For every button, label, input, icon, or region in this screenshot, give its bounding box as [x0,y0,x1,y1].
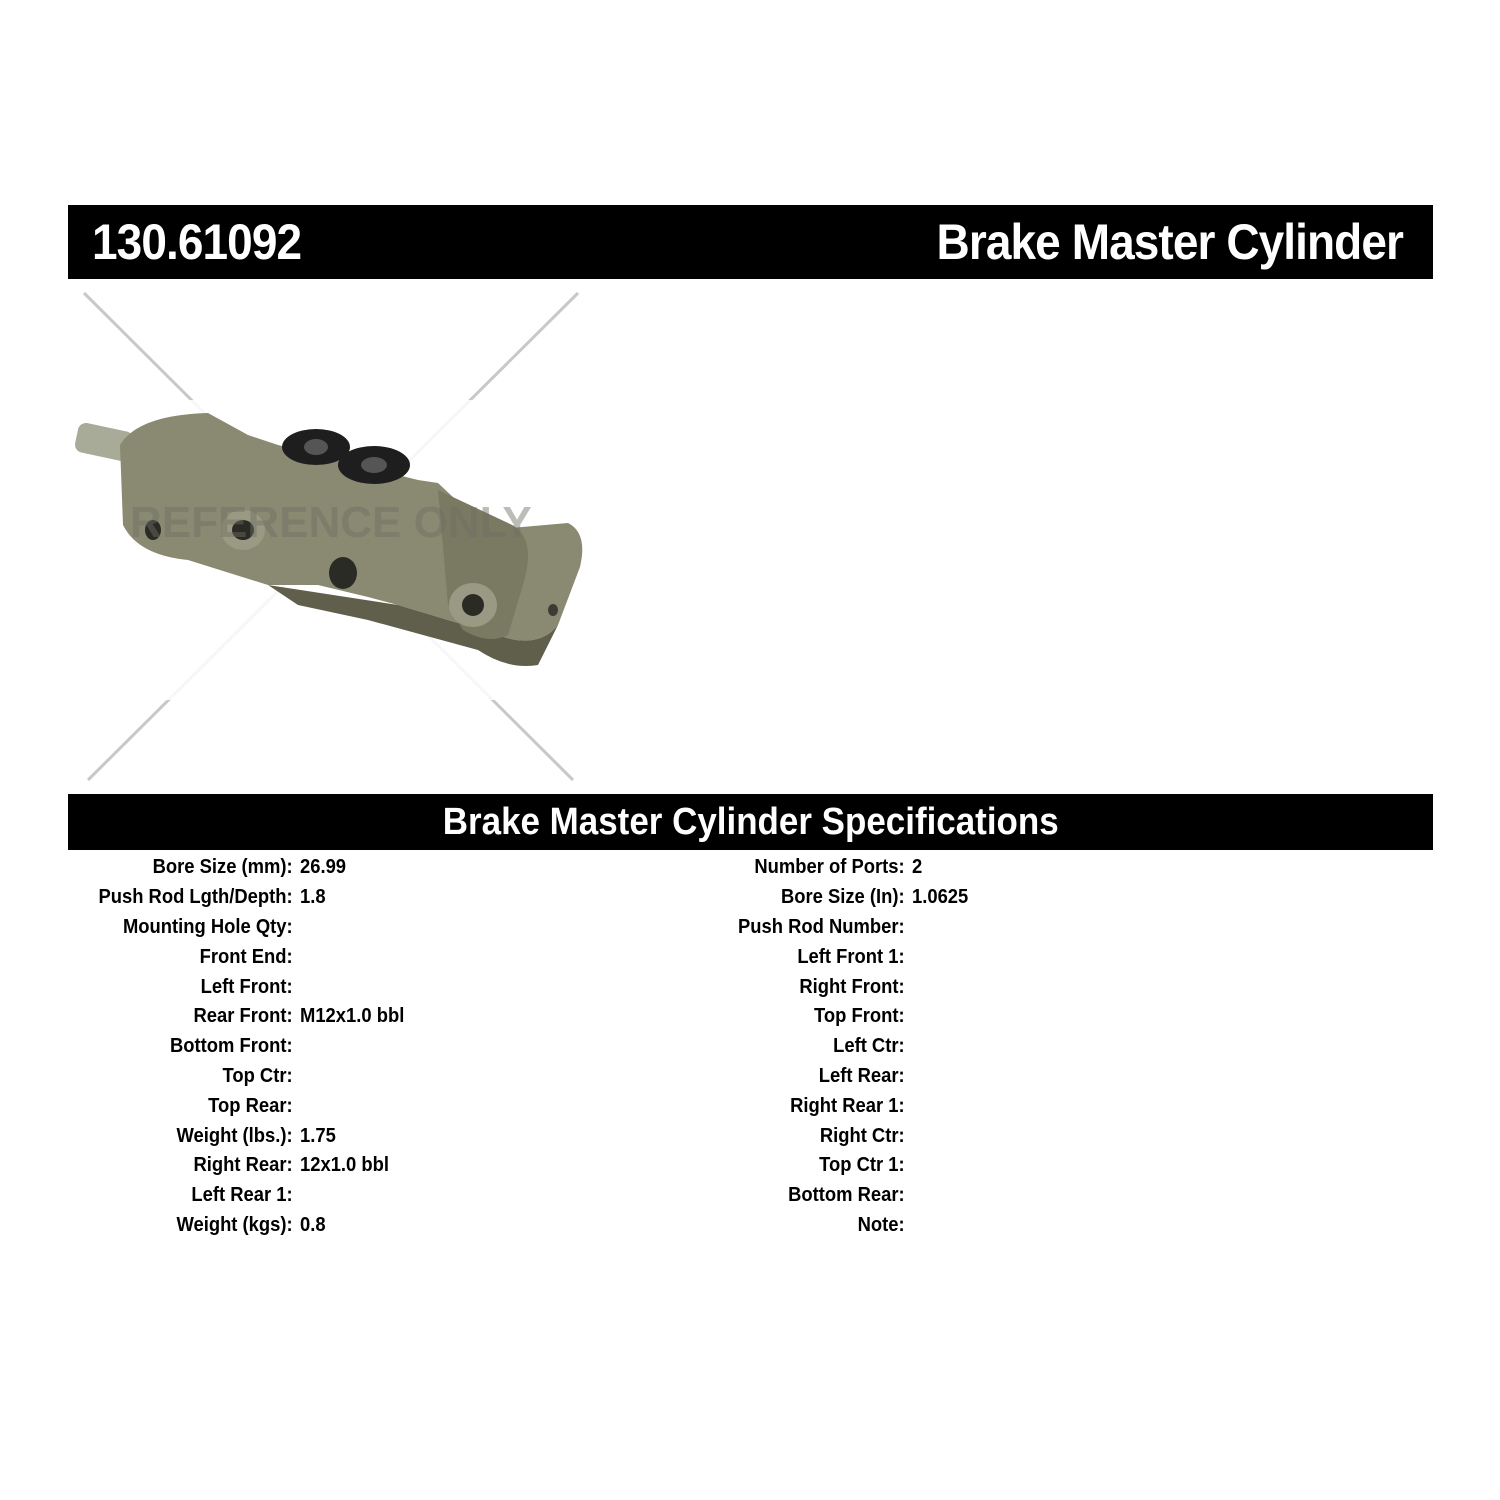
spec-label: Mounting Hole Qty: [122,915,293,938]
spec-label: Bottom Front: [170,1035,293,1058]
spec-value: 1.0625 [912,886,969,909]
spec-row: Bore Size (mm): 26.99 [68,853,413,883]
spec-label: Rear Front: [193,1005,293,1028]
spec-label: Left Rear: [818,1064,905,1087]
watermark-text: REFERENCE ONLY [130,498,532,547]
spec-row: Note: [680,1211,973,1241]
spec-label: Push Rod Lgth/Depth: [98,886,293,909]
spec-row: Left Front 1: [680,942,973,972]
spec-label: Top Front: [814,1005,905,1028]
spec-value: 26.99 [300,856,347,879]
spec-row: Left Ctr: [680,1032,973,1062]
spec-label: Bore Size (In): [780,886,905,909]
spec-row: Weight (kgs): 0.8 [68,1211,413,1241]
spec-row: Push Rod Lgth/Depth: 1.8 [68,883,413,913]
spec-row: Top Front: [680,1002,973,1032]
product-image: REFERENCE ONLY [68,285,588,785]
specifications-header: Brake Master Cylinder Specifications [68,794,1433,850]
spec-label: Right Rear: [193,1154,293,1177]
spec-row: Front End: [68,942,413,972]
spec-label: Note: [857,1213,905,1236]
part-name: Brake Master Cylinder [936,214,1404,270]
spec-label: Left Ctr: [833,1035,905,1058]
spec-value: 12x1.0 bbl [300,1154,389,1177]
spec-column-left: Bore Size (mm): 26.99 Push Rod Lgth/Depth… [68,853,413,1240]
part-number: 130.61092 [92,214,302,270]
spec-label: Front End: [199,945,293,968]
title-bar: 130.61092 Brake Master Cylinder [68,205,1433,279]
spec-row: Right Ctr: [680,1121,973,1151]
spec-label: Left Front 1: [797,945,905,968]
spec-label: Left Front: [200,975,293,998]
spec-label: Right Ctr: [819,1124,905,1147]
spec-label: Left Rear 1: [191,1184,293,1207]
spec-label: Bore Size (mm): [152,856,293,879]
spec-row: Right Rear: 12x1.0 bbl [68,1151,413,1181]
spec-row: Weight (lbs.): 1.75 [68,1121,413,1151]
spec-row: Mounting Hole Qty: [68,913,413,943]
spec-row: Top Rear: [68,1091,413,1121]
spec-value: M12x1.0 bbl [300,1005,405,1028]
spec-row: Top Ctr: [68,1062,413,1092]
spec-label: Number of Ports: [754,856,905,879]
spec-value: 2 [912,856,923,879]
spec-label: Right Rear 1: [790,1094,905,1117]
spec-label: Weight (kgs): [176,1213,293,1236]
brake-master-cylinder-illustration: REFERENCE ONLY [74,291,588,782]
spec-row: Number of Ports: 2 [680,853,973,883]
spec-row: Bottom Rear: [680,1181,973,1211]
spec-label: Push Rod Number: [738,915,905,938]
spec-label: Weight (lbs.): [176,1124,293,1147]
spec-label: Top Ctr: [222,1064,293,1087]
spec-value: 1.75 [300,1124,336,1147]
spec-label: Top Rear: [208,1094,293,1117]
spec-row: Left Front: [68,972,413,1002]
spec-row: Bore Size (In): 1.0625 [680,883,973,913]
spec-label: Top Ctr 1: [819,1154,905,1177]
spec-row: Left Rear 1: [68,1181,413,1211]
spec-row: Top Ctr 1: [680,1151,973,1181]
specifications-title: Brake Master Cylinder Specifications [442,801,1059,843]
spec-value: 0.8 [300,1213,326,1236]
spec-row: Right Front: [680,972,973,1002]
spec-row: Push Rod Number: [680,913,973,943]
spec-row: Rear Front: M12x1.0 bbl [68,1002,413,1032]
spec-label: Bottom Rear: [788,1184,905,1207]
spec-label: Right Front: [799,975,905,998]
spec-column-right: Number of Ports:2 Bore Size (In):1.0625 … [680,853,973,1240]
spec-value: 1.8 [300,886,326,909]
spec-row: Bottom Front: [68,1032,413,1062]
spec-row: Right Rear 1: [680,1091,973,1121]
spec-row: Left Rear: [680,1062,973,1092]
